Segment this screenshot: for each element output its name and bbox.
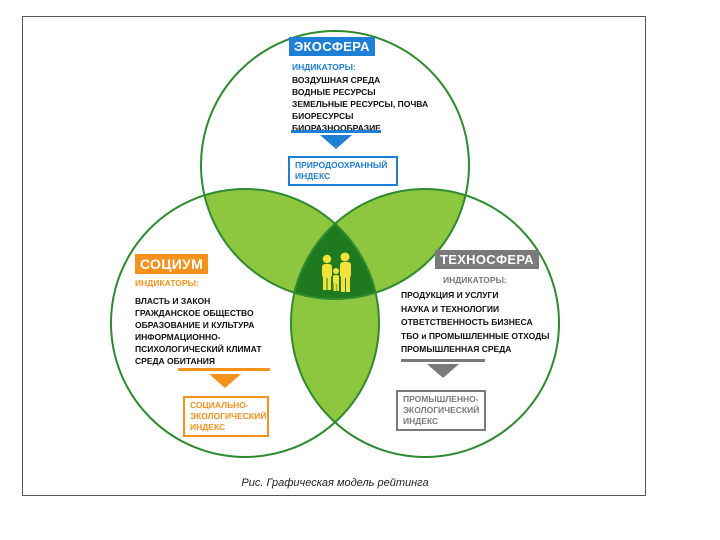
socium-indicators-label: ИНДИКАТОРЫ: <box>135 278 199 288</box>
figure-caption: Рис. Графическая модель рейтинга <box>241 477 429 489</box>
overlap-center <box>291 189 379 299</box>
socium-indicators-list: ВЛАСТЬ И ЗАКОН ГРАЖДАНСКОЕ ОБЩЕСТВО ОБРА… <box>135 295 262 367</box>
socium-index-line1: СОЦИАЛЬНО- <box>190 400 249 410</box>
list-item: ВОЗДУШНАЯ СРЕДА <box>292 75 381 85</box>
technosphere-circle <box>290 188 560 458</box>
technosphere-divider <box>401 359 485 362</box>
list-item: ПСИХОЛОГИЧЕСКИЙ КЛИМАТ <box>135 344 262 354</box>
list-item: БИОРЕСУРСЫ <box>292 111 354 121</box>
list-item: ГРАЖДАНСКОЕ ОБЩЕСТВО <box>135 308 254 318</box>
technosphere-index-line3: ИНДЕКС <box>403 416 439 426</box>
technosphere-title: ТЕХНОСФЕРА <box>435 250 539 269</box>
socium-title: СОЦИУМ <box>135 254 209 274</box>
list-item: ИНФОРМАЦИОННО- <box>135 332 221 342</box>
list-item: ОТВЕТСТВЕННОСТЬ БИЗНЕСА <box>401 317 533 327</box>
technosphere-index-box: ПРОМЫШЛЕННО- ЭКОЛОГИЧЕСКИЙ ИНДЕКС <box>396 390 486 431</box>
list-item: ПРОМЫШЛЕННАЯ СРЕДА <box>401 344 512 354</box>
technosphere-index-line1: ПРОМЫШЛЕННО- <box>403 394 479 404</box>
socium-arrow-icon <box>209 374 241 388</box>
list-item: ТБО и ПРОМЫШЛЕННЫЕ ОТХОДЫ <box>401 330 550 341</box>
ecosphere-indicators-label: ИНДИКАТОРЫ: <box>292 62 356 72</box>
ecosphere-index-box: ПРИРОДООХРАННЫЙ ИНДЕКС <box>288 156 398 186</box>
family-icon <box>322 252 351 292</box>
diagram-frame: ЭКОСФЕРА ИНДИКАТОРЫ: ВОЗДУШНАЯ СРЕДА ВОД… <box>22 16 646 496</box>
list-item: БИОРАЗНООБРАЗИЕ <box>292 123 381 133</box>
list-item: ВОДНЫЕ РЕСУРСЫ <box>292 87 376 97</box>
socium-index-box: СОЦИАЛЬНО- ЭКОЛОГИЧЕСКИЙ ИНДЕКС <box>183 396 269 437</box>
ecosphere-divider <box>291 130 381 133</box>
ecosphere-index-line1: ПРИРОДООХРАННЫЙ <box>295 160 388 170</box>
ecosphere-index-line2: ИНДЕКС <box>295 171 331 181</box>
ecosphere-circle <box>200 30 470 300</box>
list-item: ЗЕМЕЛЬНЫЕ РЕСУРСЫ, ПОЧВА <box>292 99 429 109</box>
list-item: ОБРАЗОВАНИЕ И КУЛЬТУРА <box>135 320 255 330</box>
socium-circle <box>110 188 380 458</box>
list-item: НАУКА И ТЕХНОЛОГИИ <box>401 303 500 314</box>
technosphere-arrow-icon <box>427 364 459 378</box>
ecosphere-title: ЭКОСФЕРА <box>289 37 375 56</box>
socium-divider <box>178 368 270 371</box>
list-item: СРЕДА ОБИТАНИЯ <box>135 356 216 366</box>
technosphere-indicators-list: ПРОДУКЦИЯ И УСЛУГИ НАУКА И ТЕХНОЛОГИИ ОТ… <box>401 289 549 357</box>
socium-index-line2: ЭКОЛОГИЧЕСКИЙ <box>190 411 267 421</box>
ecosphere-indicators-list: ВОЗДУШНАЯ СРЕДА ВОДНЫЕ РЕСУРСЫ ЗЕМЕЛЬНЫЕ… <box>292 74 428 134</box>
socium-index-line3: ИНДЕКС <box>190 422 226 432</box>
list-item: ВЛАСТЬ И ЗАКОН <box>135 296 211 306</box>
list-item: ПРОДУКЦИЯ И УСЛУГИ <box>401 290 499 300</box>
venn-diagram <box>110 30 560 458</box>
technosphere-indicators-label: ИНДИКАТОРЫ: <box>443 275 507 285</box>
technosphere-index-line2: ЭКОЛОГИЧЕСКИЙ <box>403 405 480 415</box>
ecosphere-arrow-icon <box>320 135 352 149</box>
